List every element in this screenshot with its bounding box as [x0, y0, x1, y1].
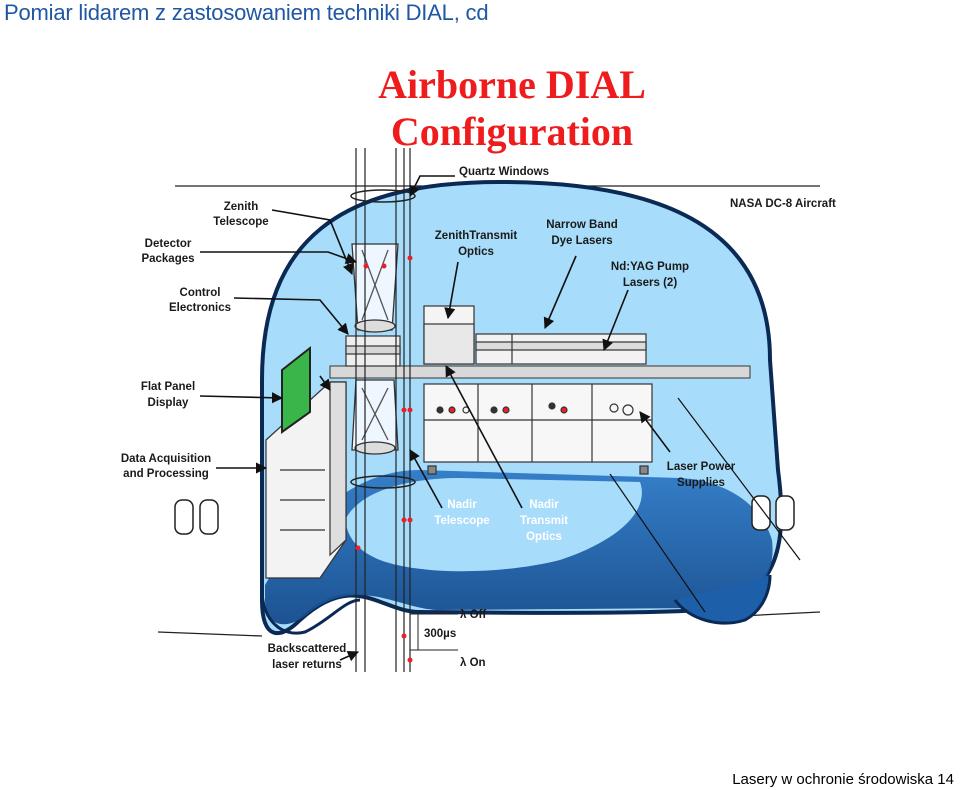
laser-beam-lines — [355, 148, 411, 672]
label-nadir-transmit-3: Optics — [526, 531, 562, 543]
label-control-electronics-1: Control — [180, 287, 221, 299]
label-zenith-telescope-2: Telescope — [213, 216, 268, 228]
label-nadir-telescope-1: Nadir — [447, 499, 477, 511]
label-quartz-windows: Quartz Windows — [459, 166, 549, 178]
page-title: Pomiar lidarem z zastosowaniem techniki … — [4, 0, 489, 25]
detector-package-box — [345, 335, 401, 367]
label-detector-packages-2: Packages — [141, 253, 194, 265]
label-flat-panel-1: Flat Panel — [141, 381, 195, 393]
label-narrow-band-1: Narrow Band — [546, 219, 618, 231]
label-zenith-transmit-2: Optics — [458, 246, 494, 258]
label-backscattered-2: laser returns — [272, 659, 342, 671]
label-nadir-transmit-2: Transmit — [520, 515, 568, 527]
leader-arrows — [199, 175, 671, 662]
beam-markers — [355, 255, 413, 663]
floor-highlight — [345, 478, 642, 572]
page-footer: Lasery w ochronie środowiska 14 — [732, 771, 954, 788]
label-backscattered-1: Backscattered — [268, 643, 347, 655]
lower-bulge-right — [673, 574, 772, 625]
label-ndyag-2: Lasers (2) — [623, 277, 678, 289]
label-power-supplies-2: Supplies — [677, 477, 725, 489]
label-aircraft: NASA DC-8 Aircraft — [730, 198, 836, 210]
pulse-timing — [410, 613, 458, 651]
diagonal-guides — [609, 397, 801, 613]
label-narrow-band-2: Dye Lasers — [551, 235, 612, 247]
label-power-supplies-1: Laser Power — [667, 461, 736, 473]
data-acquisition-rack — [265, 381, 347, 579]
label-detector-packages-1: Detector — [145, 238, 192, 250]
laser-power-supplies — [423, 383, 653, 475]
label-lambda-off: λ Off — [460, 609, 486, 621]
label-pulse-interval: 300µs — [424, 628, 456, 640]
zenith-telescope — [351, 243, 399, 333]
instrument-shelf — [329, 365, 751, 379]
diagram-heading-line1: Airborne DIAL — [378, 62, 646, 107]
ndyag-pump-lasers — [475, 333, 647, 365]
diagram-heading-line2: Configuration — [391, 109, 633, 154]
label-ndyag-1: Nd:YAG Pump — [611, 261, 689, 273]
side-windows — [174, 495, 795, 535]
label-data-acquisition-1: Data Acquisition — [121, 453, 211, 465]
label-lambda-on: λ On — [460, 657, 486, 669]
flat-panel-display — [281, 345, 311, 434]
label-nadir-transmit-1: Nadir — [529, 499, 559, 511]
nadir-telescope — [351, 379, 399, 455]
label-control-electronics-2: Electronics — [169, 302, 231, 314]
label-nadir-telescope-2: Telescope — [434, 515, 489, 527]
label-flat-panel-2: Display — [148, 397, 190, 409]
label-zenith-telescope-1: Zenith — [224, 201, 259, 213]
label-data-acquisition-2: and Processing — [123, 468, 209, 480]
lower-bulge-left — [260, 589, 361, 635]
label-zenith-transmit-1: ZenithTransmit — [435, 230, 518, 242]
